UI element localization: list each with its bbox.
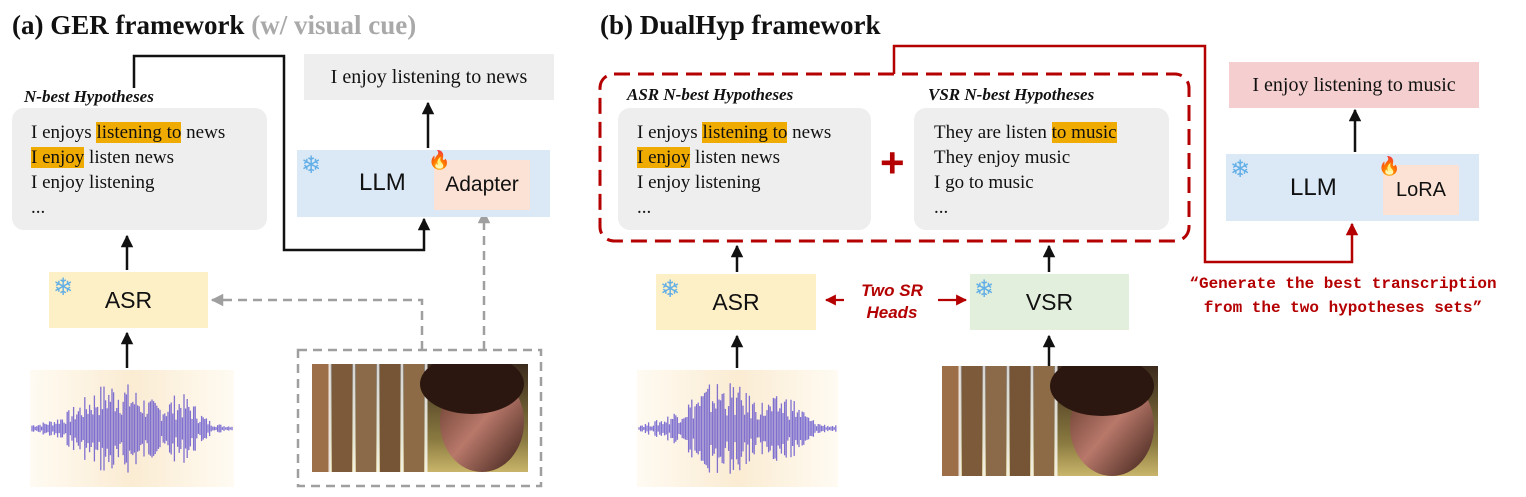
asr-nbest-label-b: ASR N-best Hypotheses xyxy=(627,85,794,104)
dualhyp-dashed-box xyxy=(598,72,1191,243)
audio-waveform-image xyxy=(637,370,838,487)
heads-line-1: Two SR xyxy=(861,281,923,300)
hypothesis-text: I enjoy listening xyxy=(31,172,155,193)
hypothesis-highlight: listening to xyxy=(96,122,182,143)
llm-label-a: LLM xyxy=(359,169,406,196)
hypothesis-line: I go to music xyxy=(934,170,1117,195)
lora-block-b: LoRA xyxy=(1383,165,1459,215)
lip-video-frames-a xyxy=(312,354,528,472)
output-text-a: I enjoy listening to news xyxy=(330,65,528,88)
hypothesis-line: ... xyxy=(637,195,831,220)
prompt-text: “Generate the best transcription from th… xyxy=(1168,272,1518,320)
vsr-nbest-label-b: VSR N-best Hypotheses xyxy=(928,85,1095,104)
hypothesis-line: I enjoy listening xyxy=(637,170,831,195)
hypothesis-line: They are listen to music xyxy=(934,120,1117,145)
visual-frame-dashed-a xyxy=(296,348,543,488)
hypothesis-highlight: to music xyxy=(1051,122,1117,143)
snowflake-icon: ❄ xyxy=(974,275,995,303)
fire-icon: 🔥 xyxy=(428,150,451,171)
hypothesis-line: I enjoy listening xyxy=(31,170,225,195)
hypothesis-line: I enjoy listen news xyxy=(31,145,225,170)
hypothesis-text: I go to music xyxy=(934,172,1034,193)
hypothesis-text: They enjoy music xyxy=(934,147,1071,168)
hypothesis-highlight: I enjoy xyxy=(31,147,85,168)
audio-waveform-image xyxy=(30,370,234,487)
line-dualhyp-to-llm-b xyxy=(892,44,1359,264)
two-sr-heads-label: Two SR Heads xyxy=(842,280,942,324)
snowflake-icon: ❄ xyxy=(1230,155,1251,183)
llm-label-b: LLM xyxy=(1290,174,1337,201)
hypothesis-line: They enjoy music xyxy=(934,145,1117,170)
panel-a-title: (a) GER framework (w/ visual cue) xyxy=(12,10,416,41)
prompt-line-1: “Generate the best transcription xyxy=(1189,275,1497,293)
vsr-block-b: ❄ VSR xyxy=(970,274,1129,330)
panel-b-title: (b) DualHyp framework xyxy=(600,10,881,40)
hypothesis-text: news xyxy=(181,122,226,143)
snowflake-icon: ❄ xyxy=(660,275,681,303)
snowflake-icon: ❄ xyxy=(301,151,322,179)
lip-video-frames-b xyxy=(942,356,1158,476)
output-text-b: I enjoy listening to music xyxy=(1252,73,1456,96)
output-box-b: I enjoy listening to music xyxy=(1229,62,1479,108)
hypothesis-text: listen news xyxy=(690,147,781,168)
hypothesis-line: I enjoys listening to news xyxy=(31,120,225,145)
vsr-label-b: VSR xyxy=(1025,288,1074,315)
hypothesis-text: They are listen xyxy=(934,122,1052,143)
line-visual-to-asr-a xyxy=(210,293,424,350)
hypothesis-highlight: I enjoy xyxy=(637,147,691,168)
hypothesis-line: I enjoy listen news xyxy=(637,145,831,170)
panel-a-title-note: (w/ visual cue) xyxy=(251,10,417,40)
fire-icon: 🔥 xyxy=(1378,156,1401,177)
hypothesis-line: ... xyxy=(934,195,1117,220)
line-hyp-to-llm-a xyxy=(132,54,431,252)
hypothesis-text: ... xyxy=(934,197,949,218)
hypothesis-text: I enjoys xyxy=(637,122,703,143)
hypothesis-highlight: listening to xyxy=(702,122,788,143)
hypothesis-text: listen news xyxy=(84,147,175,168)
asr-label-a: ASR xyxy=(104,286,153,313)
asr-block-a: ❄ ASR xyxy=(49,272,208,328)
nbest-label-a: N-best Hypotheses xyxy=(24,87,154,106)
panel-a-title-main: (a) GER framework xyxy=(12,10,245,40)
lora-label-b: LoRA xyxy=(1395,178,1447,201)
hypothesis-text: I enjoy listening xyxy=(637,172,761,193)
heads-line-2: Heads xyxy=(866,303,918,322)
snowflake-icon: ❄ xyxy=(53,273,74,301)
output-box-a: I enjoy listening to news xyxy=(304,54,554,100)
hypothesis-line: ... xyxy=(31,195,225,220)
prompt-line-2: from the two hypotheses sets” xyxy=(1203,299,1483,317)
adapter-block-a: Adapter xyxy=(434,160,530,210)
hypothesis-text: ... xyxy=(31,197,46,218)
hypothesis-text: news xyxy=(787,122,832,143)
hypothesis-line: I enjoys listening to news xyxy=(637,120,831,145)
hypothesis-text: I enjoys xyxy=(31,122,97,143)
adapter-label-a: Adapter xyxy=(445,173,519,196)
asr-block-b: ❄ ASR xyxy=(656,274,816,330)
plus-icon: + xyxy=(880,139,905,186)
asr-label-b: ASR xyxy=(712,288,760,315)
hypothesis-text: ... xyxy=(637,197,652,218)
